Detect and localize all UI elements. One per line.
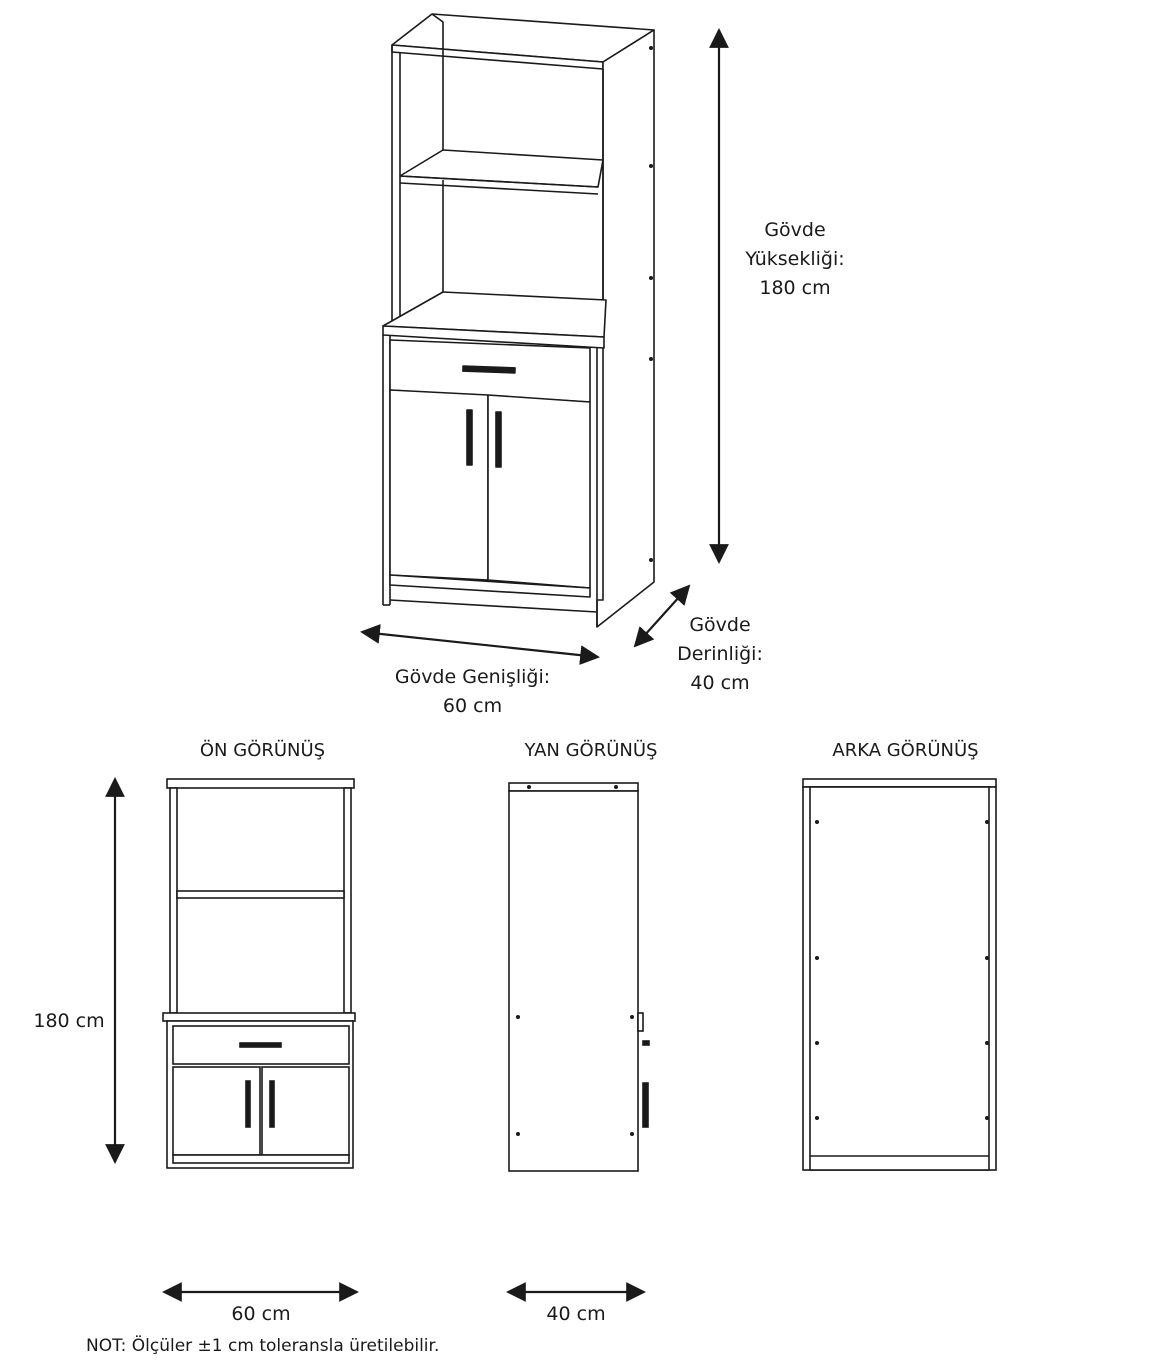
front-height-label: 180 cm — [33, 1010, 105, 1032]
height-dimension-label: Gövde Yüksekliği: 180 cm — [720, 216, 870, 303]
depth-dimension-label: Gövde Derinliği: 40 cm — [650, 611, 790, 698]
front-view — [162, 778, 356, 1169]
side-door-handle — [642, 1082, 649, 1128]
tolerance-note: NOT: Ölçüler ±1 cm toleransla üretilebil… — [86, 1336, 440, 1356]
front-drawer-handle — [239, 1042, 282, 1048]
iso-left-door-handle — [466, 409, 473, 466]
iso-left-door — [389, 389, 489, 581]
front-plinth — [172, 1154, 350, 1164]
iso-right-door-handle — [495, 411, 502, 468]
iso-right-side-panel — [596, 29, 655, 628]
side-depth-label: 40 cm — [546, 1303, 606, 1325]
width-label-line2: 60 cm — [442, 695, 503, 717]
iso-drawer-handle — [462, 365, 516, 374]
depth-label-line2: Derinliği: — [677, 643, 763, 665]
front-right-door — [261, 1066, 350, 1156]
height-label-line2: Yüksekliği: — [745, 248, 845, 270]
height-label-line1: Gövde — [764, 219, 826, 241]
side-view — [508, 782, 650, 1172]
iso-right-door — [487, 394, 591, 589]
arrow-double-horizontal-icon — [360, 624, 600, 665]
depth-label-line1: Gövde — [689, 614, 751, 636]
front-right-door-handle — [269, 1080, 275, 1128]
front-width-label: 60 cm — [231, 1303, 291, 1325]
height-label-line3: 180 cm — [759, 277, 831, 299]
iso-plinth — [389, 574, 591, 598]
side-view-title: YAN GÖRÜNÜŞ — [524, 740, 658, 761]
front-left-door-handle — [245, 1080, 251, 1128]
front-view-title: ÖN GÖRÜNÜŞ — [199, 740, 326, 761]
back-view-title: ARKA GÖRÜNÜŞ — [832, 740, 979, 761]
width-label-line1: Gövde Genişliği: — [394, 666, 551, 688]
arrow-double-diagonal-icon — [633, 584, 691, 648]
depth-label-line3: 40 cm — [690, 672, 750, 694]
back-view — [802, 778, 997, 1171]
front-shelf — [176, 890, 345, 899]
isometric-cabinet — [382, 13, 655, 628]
width-dimension-label: Gövde Genişliği: 60 cm — [380, 663, 565, 721]
